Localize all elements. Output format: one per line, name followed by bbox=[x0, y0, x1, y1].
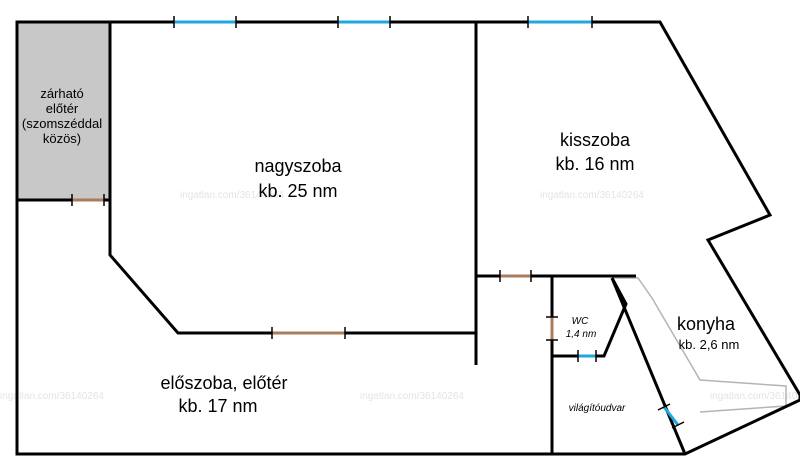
walls bbox=[15, 20, 800, 456]
vestibule-label-4: közös) bbox=[43, 131, 81, 146]
door-ticks bbox=[71, 194, 558, 341]
wc-area: 1,4 nm bbox=[566, 329, 597, 340]
room-labels: zárható előtér (szomszéddal közös) nagys… bbox=[22, 86, 739, 416]
kitchen-inner-wall bbox=[610, 277, 687, 455]
vestibule-label-1: zárható bbox=[40, 86, 83, 101]
light-well-label: világítóudvar bbox=[569, 403, 626, 414]
hall-name: előszoba, előtér bbox=[160, 373, 287, 393]
kitchen-name: konyha bbox=[677, 314, 736, 334]
outer-wall bbox=[15, 20, 800, 456]
living-room-wall bbox=[108, 200, 478, 365]
watermark: ingatlan.com/36140264 bbox=[180, 190, 284, 201]
living-room-area: kb. 25 nm bbox=[258, 181, 337, 201]
small-room-name: kisszoba bbox=[560, 130, 631, 150]
small-room-area: kb. 16 nm bbox=[555, 154, 634, 174]
hall-area: kb. 17 nm bbox=[178, 396, 257, 416]
vestibule-label-2: előtér bbox=[46, 101, 79, 116]
living-room-name: nagyszoba bbox=[254, 156, 342, 176]
window-ticks bbox=[173, 16, 685, 429]
kitchen-area: kb. 2,6 nm bbox=[679, 337, 740, 352]
wc-name: WC bbox=[572, 316, 589, 327]
vestibule-area bbox=[17, 22, 110, 200]
wc-right-wall bbox=[552, 277, 628, 358]
vestibule-label-3: (szomszéddal bbox=[22, 116, 102, 131]
watermark: ingatlan.com/36140264 bbox=[0, 391, 104, 402]
windows bbox=[174, 20, 680, 426]
watermark: ingatlan.com/36140264 bbox=[710, 391, 800, 402]
doors bbox=[72, 198, 554, 340]
window bbox=[662, 406, 680, 426]
watermark: ingatlan.com/36140264 bbox=[540, 190, 644, 201]
watermark: ingatlan.com/36140264 bbox=[360, 391, 464, 402]
watermarks: ingatlan.com/36140264 ingatlan.com/36140… bbox=[0, 190, 800, 402]
